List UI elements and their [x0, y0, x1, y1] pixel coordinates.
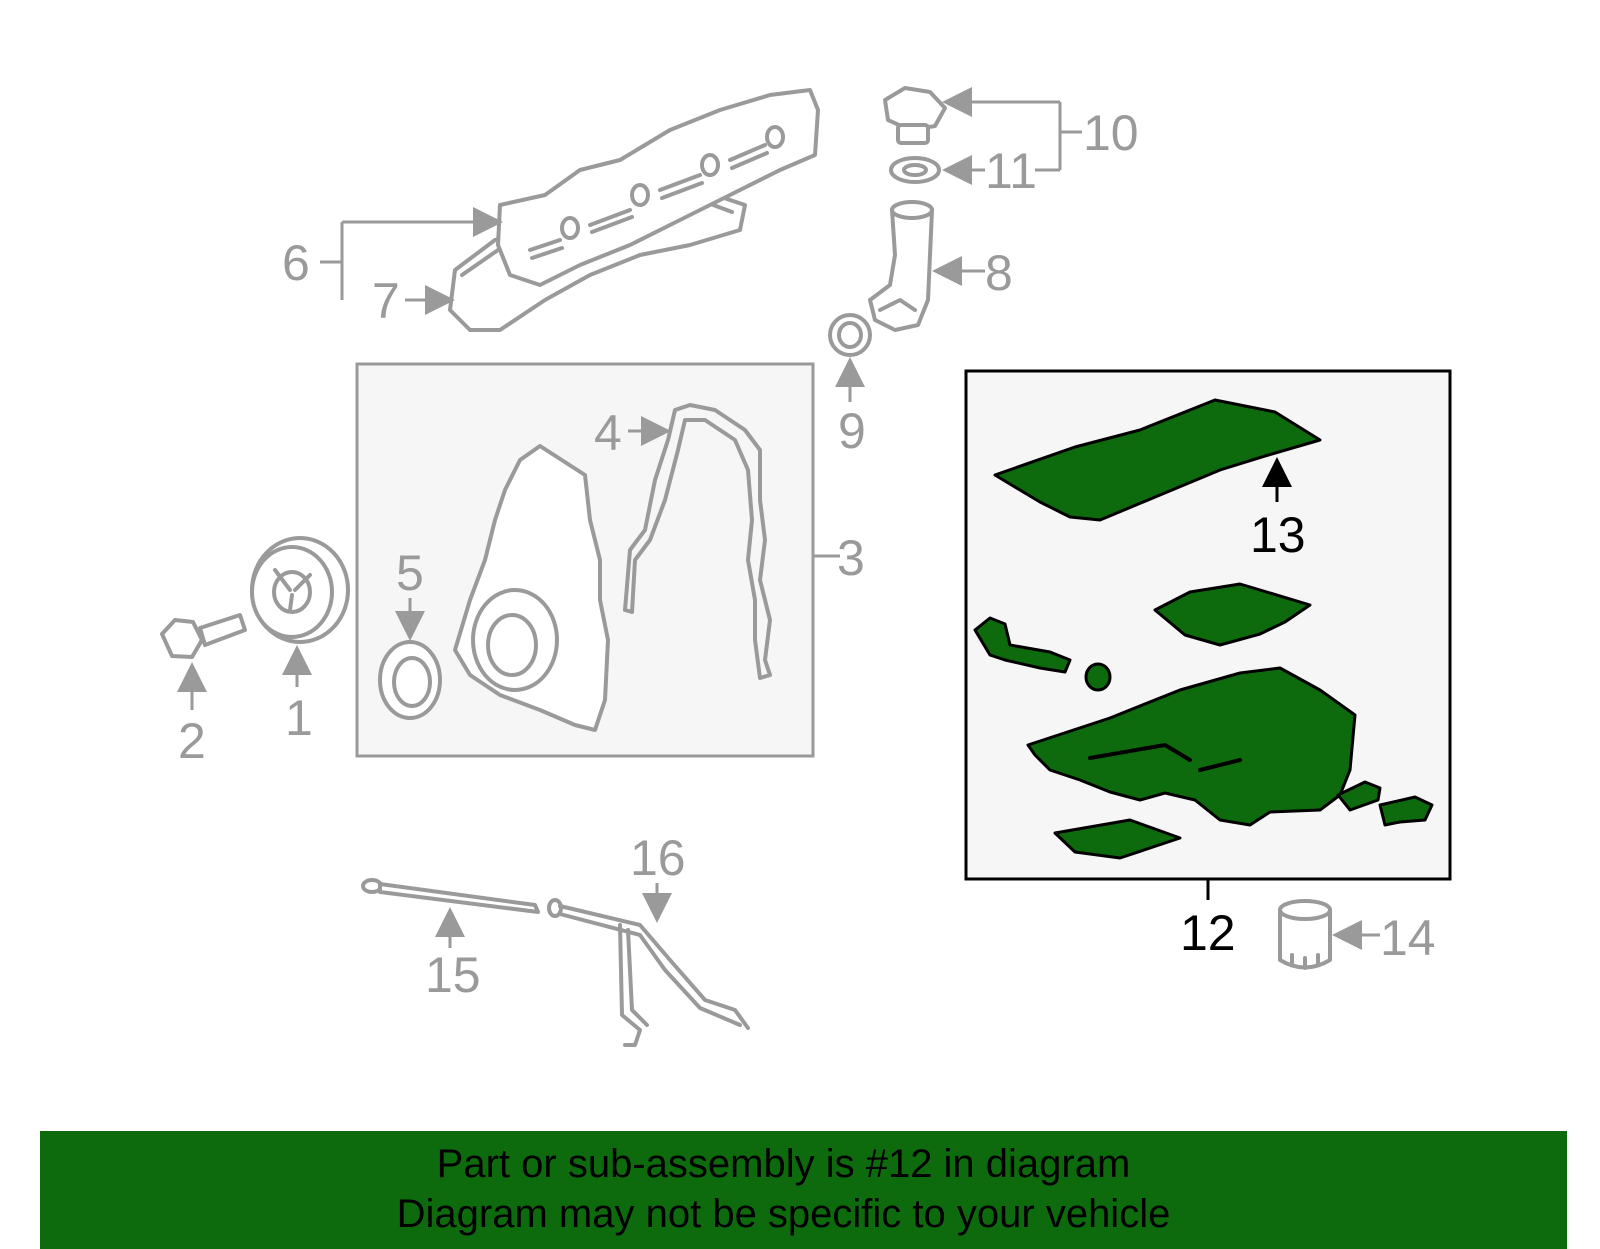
oil-level-sensor[interactable] — [973, 616, 1112, 692]
callout-5[interactable]: 5 — [396, 545, 424, 601]
callout-3[interactable]: 3 — [837, 530, 865, 586]
dipstick-tube[interactable] — [547, 898, 750, 1047]
callout-9[interactable]: 9 — [838, 403, 866, 459]
callout-7[interactable]: 7 — [372, 273, 400, 329]
callout-8[interactable]: 8 — [985, 245, 1013, 301]
valve-cover[interactable] — [496, 88, 820, 287]
crankshaft-seal[interactable] — [378, 640, 442, 720]
timing-cover-gasket[interactable] — [623, 403, 772, 680]
drain-plug[interactable] — [1336, 780, 1434, 827]
oil-pump-pickup[interactable] — [1153, 582, 1312, 647]
callout-11[interactable]: 11 — [985, 143, 1037, 199]
callout-13[interactable]: 13 — [1250, 507, 1306, 563]
dipstick[interactable] — [361, 878, 540, 914]
oil-pan-gasket[interactable] — [993, 398, 1322, 522]
callout-labels: 1 2 3 4 5 6 7 8 9 10 11 12 13 14 15 16 — [178, 105, 1436, 1003]
leader-lines — [177, 87, 1380, 950]
callout-10[interactable]: 10 — [1083, 105, 1139, 161]
timing-cover[interactable] — [453, 444, 610, 732]
oil-fill-tube[interactable] — [868, 200, 934, 332]
harmonic-balancer[interactable] — [250, 536, 350, 644]
oil-cap-seal[interactable] — [889, 156, 941, 184]
callout-4[interactable]: 4 — [594, 405, 622, 461]
callout-12[interactable]: 12 — [1180, 905, 1236, 961]
oil-pan[interactable] — [1026, 666, 1357, 827]
callout-15[interactable]: 15 — [425, 947, 481, 1003]
oil-pan-baffle[interactable] — [1053, 818, 1182, 860]
callout-6[interactable]: 6 — [282, 235, 310, 291]
callout-16[interactable]: 16 — [630, 830, 686, 886]
banner-line-1: Part or sub-assembly is #12 in diagram — [436, 1142, 1131, 1186]
info-banner: Part or sub-assembly is #12 in diagram D… — [40, 1131, 1567, 1249]
banner-line-2: Diagram may not be specific to your vehi… — [396, 1192, 1171, 1236]
oil-filter[interactable] — [1278, 899, 1332, 970]
oil-fill-cap[interactable] — [883, 86, 947, 145]
callout-14[interactable]: 14 — [1380, 910, 1436, 966]
callout-2[interactable]: 2 — [178, 713, 206, 769]
o-ring[interactable] — [828, 313, 872, 357]
balancer-bolt[interactable] — [160, 613, 247, 659]
callout-1[interactable]: 1 — [285, 690, 313, 746]
